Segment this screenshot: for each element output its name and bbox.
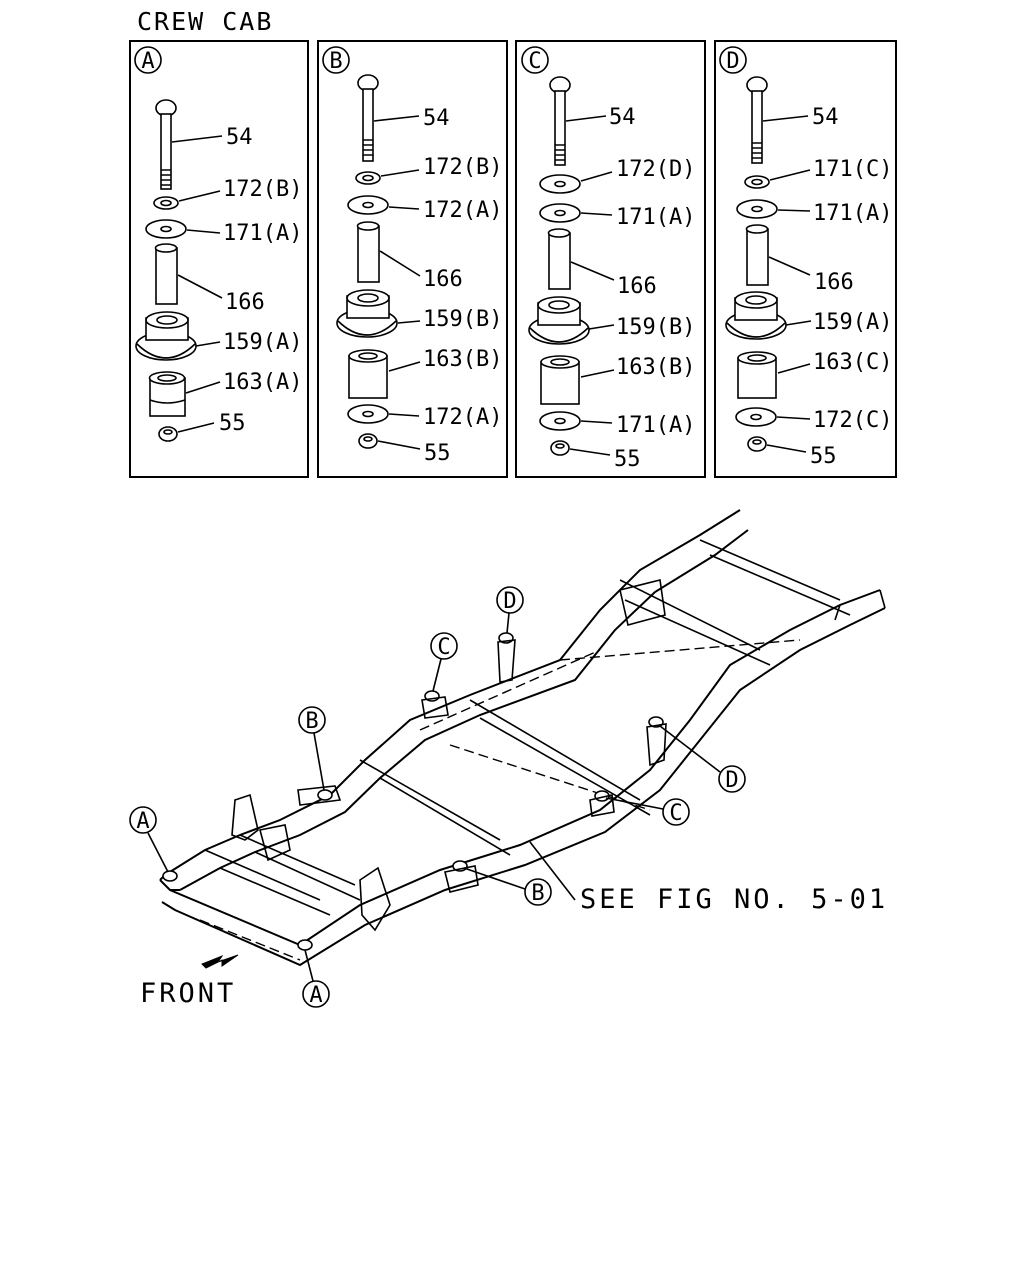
panel-c-part-55: 55 (614, 447, 641, 472)
panel-a-part-166: 166 (225, 290, 265, 315)
panel-d-part-54: 54 (812, 105, 839, 130)
svg-text:C: C (528, 49, 541, 74)
frame-callout-b-2: B (463, 867, 552, 906)
panel-b: B 54 172(B) 172(A) 166 159(B) (317, 40, 508, 478)
panel-c-part-54: 54 (609, 105, 636, 130)
frame-callout-a-2: A (302, 949, 330, 1008)
svg-text:SEE FIG NO. 5-01: SEE FIG NO. 5-01 (580, 884, 888, 915)
panel-a: A 54 172(B) (129, 40, 309, 478)
frame-callout-d-2: D (659, 725, 746, 793)
panel-d-part-55: 55 (810, 444, 837, 469)
diagram-title: CREW CAB (137, 7, 273, 36)
frame-callout-c-1: C (430, 632, 458, 692)
panel-c-part-159b: 159(B) (616, 315, 695, 340)
panel-d-part-166: 166 (814, 270, 854, 295)
front-label: FRONT (140, 978, 236, 1009)
panel-c-part-172d: 172(D) (616, 157, 695, 182)
front-direction-indicator: FRONT (140, 954, 239, 1009)
panel-c-callout: C (521, 46, 549, 74)
panel-b-part-159b: 159(B) (423, 307, 502, 332)
svg-text:D: D (503, 589, 516, 614)
panel-c-part-171a-lower: 171(A) (616, 413, 695, 438)
panel-a-part-159a: 159(A) (223, 330, 302, 355)
panel-b-part-166: 166 (423, 267, 463, 292)
panel-b-part-172b: 172(B) (423, 155, 502, 180)
panel-d-part-171a: 171(A) (813, 201, 892, 226)
panel-a-part-54: 54 (226, 125, 253, 150)
panel-b-part-54: 54 (423, 106, 450, 131)
svg-text:C: C (437, 635, 450, 660)
svg-text:A: A (141, 49, 154, 74)
panel-a-callout: A (134, 46, 162, 74)
panel-a-part-55: 55 (219, 411, 246, 436)
panel-b-callout: B (322, 46, 350, 74)
svg-text:B: B (305, 709, 318, 734)
frame-callout-a-1: A (129, 806, 169, 873)
panel-a-part-171a: 171(A) (223, 221, 302, 246)
chassis-frame-drawing (159, 509, 886, 967)
svg-text:C: C (669, 801, 682, 826)
svg-text:D: D (725, 768, 738, 793)
svg-text:B: B (531, 881, 544, 906)
panel-c-part-163b: 163(B) (616, 355, 695, 380)
see-figure-note: SEE FIG NO. 5-01 (529, 841, 888, 915)
panel-d: D 54 171(C) 171(A) 166 159(A) (714, 40, 897, 478)
panel-b-part-163b: 163(B) (423, 347, 502, 372)
svg-text:A: A (309, 983, 322, 1008)
panel-c: C 54 172(D) 171(A) 166 159(B) (515, 40, 706, 478)
panel-a-part-172b: 172(B) (223, 177, 302, 202)
panel-d-part-172c: 172(C) (813, 408, 892, 433)
panel-b-part-55: 55 (424, 441, 451, 466)
panel-d-part-163c: 163(C) (813, 350, 892, 375)
frame-callout-d-1: D (496, 586, 524, 634)
panel-b-part-172a-lower: 172(A) (423, 405, 502, 430)
panel-d-callout: D (719, 46, 747, 74)
panel-d-part-159a: 159(A) (813, 310, 892, 335)
panel-a-part-163a: 163(A) (223, 370, 302, 395)
frame-callout-c-2: C (605, 797, 690, 826)
panel-c-part-171a: 171(A) (616, 205, 695, 230)
front-arrow-icon (201, 954, 239, 969)
frame-callout-b-1: B (298, 706, 326, 791)
panel-c-part-166: 166 (617, 274, 657, 299)
panel-b-part-172a: 172(A) (423, 198, 502, 223)
svg-text:B: B (329, 49, 342, 74)
panel-d-part-171c: 171(C) (813, 157, 892, 182)
svg-text:D: D (726, 49, 739, 74)
svg-text:A: A (136, 809, 149, 834)
